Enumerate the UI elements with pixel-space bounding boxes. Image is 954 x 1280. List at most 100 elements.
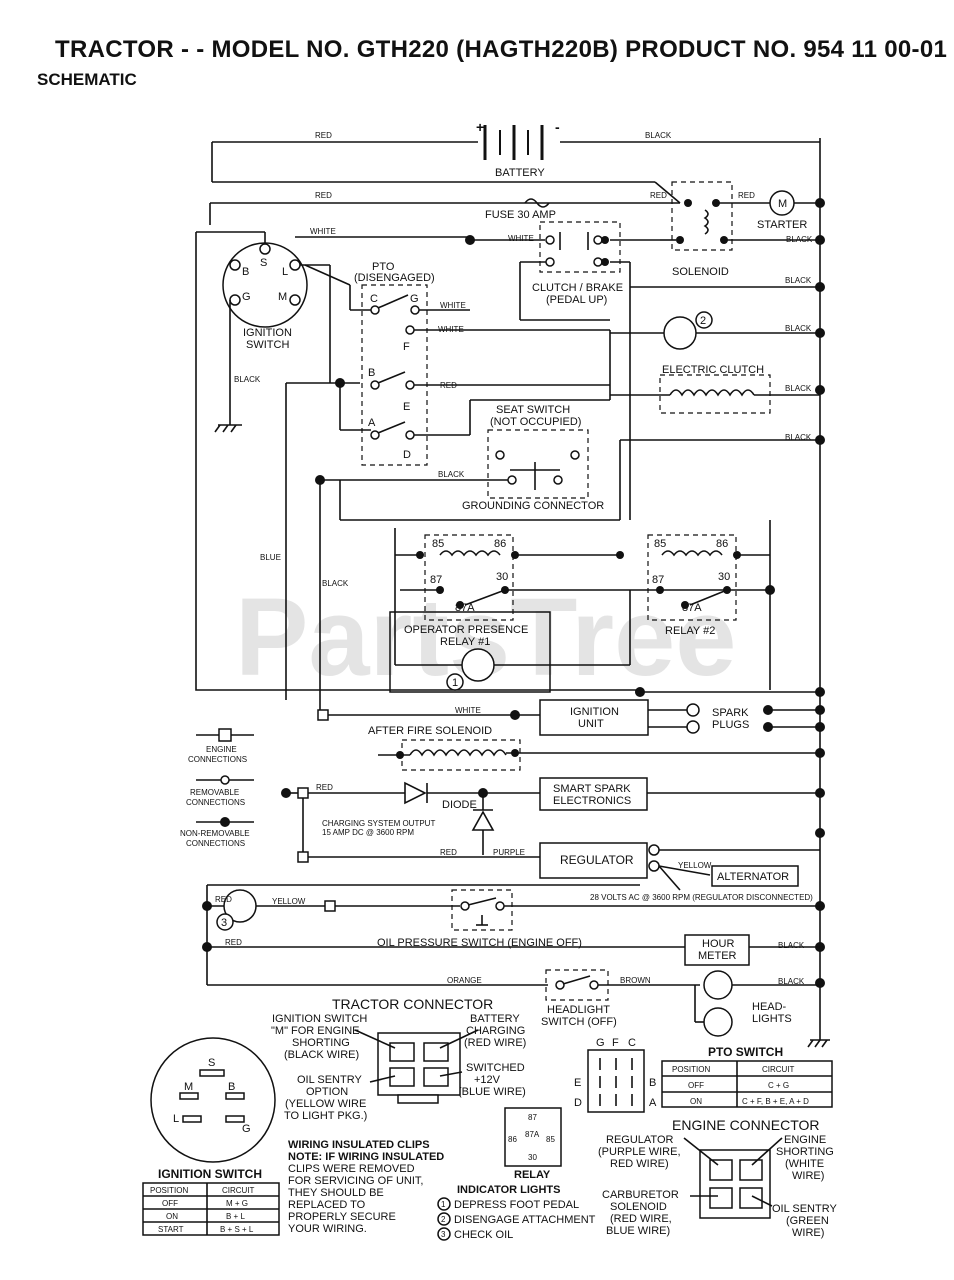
ign-term-m: M <box>278 291 287 303</box>
wire-blue: BLUE <box>260 553 281 562</box>
lamp-ref-1: 1 <box>452 677 458 689</box>
svg-text:SHORTING: SHORTING <box>776 1146 834 1158</box>
hour-meter-label-2: METER <box>698 950 737 962</box>
svg-text:REPLACED TO: REPLACED TO <box>288 1199 366 1211</box>
svg-text:D: D <box>574 1097 582 1109</box>
pto-label-1: PTO <box>372 261 395 273</box>
svg-text:D: D <box>403 449 411 461</box>
wire-black-seat: BLACK <box>438 470 465 479</box>
svg-text:A: A <box>649 1097 657 1109</box>
svg-text:(RED WIRE): (RED WIRE) <box>464 1037 526 1049</box>
svg-text:S: S <box>208 1057 215 1069</box>
ignition-unit-label-2: UNIT <box>578 718 604 730</box>
svg-text:85: 85 <box>654 538 666 550</box>
ign-table-title: IGNITION SWITCH <box>158 1167 262 1181</box>
ignition-switch: S B L G M IGNITION SWITCH <box>222 242 308 351</box>
grounding-connector-label: GROUNDING CONNECTOR <box>462 500 604 512</box>
svg-text:CHECK OIL: CHECK OIL <box>454 1229 513 1241</box>
wire-black-head: BLACK <box>778 977 805 986</box>
electric-clutch-box <box>659 374 771 414</box>
headlight-1 <box>703 970 733 1000</box>
hour-meter-label-1: HOUR <box>702 938 734 950</box>
svg-text:A: A <box>368 417 376 429</box>
solenoid-label: SOLENOID <box>672 266 729 278</box>
svg-text:3: 3 <box>441 1230 446 1239</box>
relay-1-terminals: 85 86 87 30 87A <box>430 538 508 614</box>
svg-text:B: B <box>649 1077 656 1089</box>
wire-white-pto2: WHITE <box>438 325 464 334</box>
after-fire-label: AFTER FIRE SOLENOID <box>368 725 492 737</box>
ignition-unit <box>539 699 649 736</box>
headlight-switch-label-1: HEADLIGHT <box>547 1004 610 1016</box>
svg-text:YOUR WIRING.: YOUR WIRING. <box>288 1223 367 1235</box>
seat-switch-label-2: (NOT OCCUPIED) <box>490 416 581 428</box>
headlight-switch-label-2: SWITCH (OFF) <box>541 1016 617 1028</box>
svg-text:BATTERY: BATTERY <box>470 1013 520 1025</box>
ign-term-b: B <box>242 266 249 278</box>
svg-text:(YELLOW WIRE: (YELLOW WIRE <box>285 1098 366 1110</box>
ign-label-1: IGNITION <box>243 327 292 339</box>
relay-2-label: RELAY #2 <box>665 625 715 637</box>
wire-black-solenoid: BLACK <box>786 235 813 244</box>
svg-text:THEY SHOULD BE: THEY SHOULD BE <box>288 1187 384 1199</box>
svg-text:WIRE): WIRE) <box>792 1170 824 1182</box>
connection-legend: ENGINE CONNECTIONS REMOVABLE CONNECTIONS… <box>180 728 254 848</box>
svg-text:RED WIRE): RED WIRE) <box>610 1158 669 1170</box>
svg-text:L: L <box>173 1113 179 1125</box>
svg-text:M + G: M + G <box>226 1199 248 1208</box>
svg-text:86: 86 <box>494 538 506 550</box>
wire-black-vert: BLACK <box>322 579 349 588</box>
svg-text:OPTION: OPTION <box>306 1086 348 1098</box>
pto-label-2: (DISENGAGED) <box>354 272 435 284</box>
wire-white-pto: WHITE <box>440 301 466 310</box>
solenoid-box <box>671 181 733 251</box>
svg-text:B + S + L: B + S + L <box>220 1225 254 1234</box>
wire-black-battery: BLACK <box>645 131 672 140</box>
svg-text:86: 86 <box>716 538 728 550</box>
svg-text:C + G: C + G <box>768 1081 789 1090</box>
battery-minus: - <box>555 119 560 135</box>
alternator-note: 28 VOLTS AC @ 3600 RPM (REGULATOR DISCON… <box>590 893 813 902</box>
ign-label-2: SWITCH <box>246 339 289 351</box>
svg-text:C: C <box>628 1037 636 1049</box>
engine-conn-white <box>317 709 329 721</box>
wire-red-hour: RED <box>225 938 242 947</box>
svg-text:G: G <box>410 293 419 305</box>
svg-text:87: 87 <box>652 574 664 586</box>
svg-text:START: START <box>158 1225 184 1234</box>
relay-1-box <box>424 534 514 621</box>
svg-text:F: F <box>403 341 410 353</box>
svg-text:WIRE): WIRE) <box>792 1227 824 1239</box>
seat-switch-box <box>487 429 589 499</box>
svg-text:CONNECTIONS: CONNECTIONS <box>186 839 245 848</box>
pto-switch-table: POSITION CIRCUIT OFF C + G ON C + F, B +… <box>661 1060 833 1108</box>
wire-black-4: BLACK <box>785 384 812 393</box>
svg-text:CLIPS WERE REMOVED: CLIPS WERE REMOVED <box>288 1163 415 1175</box>
svg-text:85: 85 <box>546 1135 555 1144</box>
indicator-lights-title: INDICATOR LIGHTS <box>457 1184 560 1196</box>
battery: + - BATTERY <box>212 119 820 179</box>
svg-text:ON: ON <box>690 1097 702 1106</box>
charging-note-2: 15 AMP DC @ 3600 RPM <box>322 828 414 837</box>
oil-pressure-box <box>451 889 513 931</box>
wire-red-pto: RED <box>440 381 457 390</box>
svg-text:REGULATOR: REGULATOR <box>606 1134 673 1146</box>
lamp-ref-2: 2 <box>700 315 706 327</box>
engine-connector: ENGINE CONNECTOR REGULATOR (PURPLE WIRE,… <box>598 1117 837 1239</box>
engine-conn-yellow <box>324 900 336 912</box>
wire-black-ign: BLACK <box>234 375 261 384</box>
relay-diagram: 87 87A 86 85 30 RELAY <box>504 1107 562 1181</box>
ign-term-s: S <box>260 257 267 269</box>
svg-text:(PURPLE WIRE,: (PURPLE WIRE, <box>598 1146 681 1158</box>
headlights-label-1: HEAD- <box>752 1001 787 1013</box>
oil-pressure-label: OIL PRESSURE SWITCH (ENGINE OFF) <box>377 937 582 949</box>
fuse-label: FUSE 30 AMP <box>485 209 556 221</box>
svg-text:DEPRESS FOOT PEDAL: DEPRESS FOOT PEDAL <box>454 1199 579 1211</box>
wire-yellow-oil: YELLOW <box>272 897 306 906</box>
fuse-symbol <box>524 198 550 208</box>
ign-term-l: L <box>282 266 288 278</box>
svg-text:IGNITION SWITCH: IGNITION SWITCH <box>272 1013 367 1025</box>
svg-text:(RED WIRE,: (RED WIRE, <box>610 1213 672 1225</box>
pto-table-title: PTO SWITCH <box>708 1045 783 1059</box>
